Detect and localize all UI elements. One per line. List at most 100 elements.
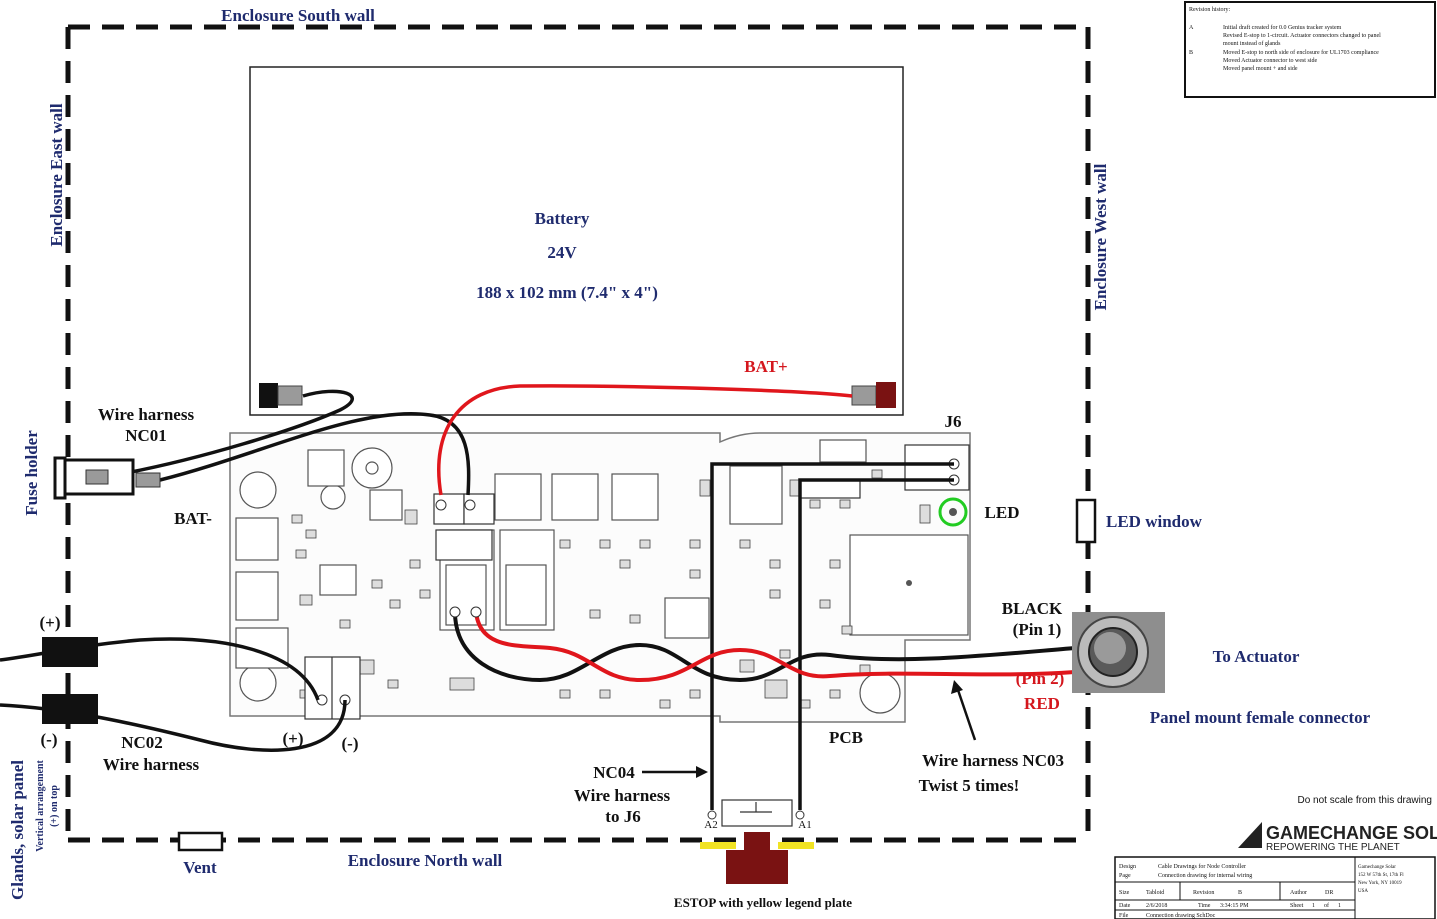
tb-design-value: Cable Drawings for Node Controller xyxy=(1158,863,1246,870)
west-wall-label: Enclosure West wall xyxy=(1091,163,1110,310)
red-pin-line2: RED xyxy=(1024,694,1060,713)
nc01-harness-line1: Wire harness xyxy=(98,405,195,424)
no-scale-note: Do not scale from this drawing xyxy=(1297,795,1432,806)
bat-plus-label: BAT+ xyxy=(744,357,787,376)
tb-size-value: Tabloid xyxy=(1146,890,1164,896)
panel-mount-label: Panel mount female connector xyxy=(1150,708,1371,727)
fuse-holder xyxy=(53,456,161,500)
nc02-line2: Wire harness xyxy=(103,755,200,774)
fuse-holder-label: Fuse holder xyxy=(22,430,41,516)
revision-rev-3: B xyxy=(1189,50,1193,56)
tb-revision-label: Revision xyxy=(1193,890,1214,896)
bat-minus-lug xyxy=(277,385,303,406)
revision-text-4: Moved Actuator connector to west side xyxy=(1223,58,1317,64)
battery-body xyxy=(249,66,904,416)
tb-file-value: Connection drawing SchDoc xyxy=(1146,913,1216,919)
tb-date-label: Date xyxy=(1119,903,1131,909)
black-pin-line1: BLACK xyxy=(1002,599,1063,618)
tb-page-value: Connection drawing for internal wiring xyxy=(1158,872,1252,879)
revision-header: Revision history: xyxy=(1189,7,1231,13)
bat-minus-label: BAT- xyxy=(174,509,212,528)
revision-rev-0: A xyxy=(1189,25,1194,31)
logo-tagline: REPOWERING THE PLANET xyxy=(1266,842,1400,853)
glands-sub1: Vertical arrangement xyxy=(35,760,46,852)
estop-pin-a2: A2 xyxy=(704,819,717,831)
revision-text-1: Revised E-stop to 1-circuit. Actuator co… xyxy=(1223,33,1381,39)
glands-label: Glands, solar panel xyxy=(8,760,27,900)
wire-nc04-a2 xyxy=(710,462,954,810)
tb-file-label: File xyxy=(1119,913,1129,919)
bat-plus-lug xyxy=(851,385,877,406)
tb-revision-value: B xyxy=(1238,890,1242,896)
led-window-shape xyxy=(1075,498,1097,544)
pcb-label: PCB xyxy=(829,728,863,747)
battery-dimensions: 188 x 102 mm (7.4" x 4") xyxy=(476,283,658,302)
black-pin-line2: (Pin 1) xyxy=(1013,620,1062,639)
wire-nc03-black xyxy=(453,611,1076,683)
nc03-line1: Wire harness NC03 xyxy=(922,751,1064,770)
tb-author-label: Author xyxy=(1290,890,1307,896)
north-wall-label: Enclosure North wall xyxy=(348,851,503,870)
tb-page-label: Page xyxy=(1119,873,1131,879)
gland-minus xyxy=(42,694,98,724)
to-actuator-label: To Actuator xyxy=(1213,647,1300,666)
tb-design-label: Design xyxy=(1119,864,1136,870)
wire-bat-minus xyxy=(109,389,354,478)
gland-minus-label: (-) xyxy=(41,730,58,749)
gland-plus-label: (+) xyxy=(39,613,60,632)
estop-switch xyxy=(700,799,814,884)
bat-minus-terminal xyxy=(259,383,278,408)
nc04-line2: Wire harness xyxy=(574,786,671,805)
wire-nc03-red xyxy=(474,611,1076,683)
gland-plus xyxy=(42,637,98,667)
pcb-board xyxy=(229,432,971,723)
tb-sheet-label: Sheet xyxy=(1290,903,1304,909)
nc02-plus-label: (+) xyxy=(282,729,303,748)
tb-company-line2: 152 W 57th St, 17th Fl xyxy=(1358,873,1404,878)
led-window-label: LED window xyxy=(1106,512,1203,531)
tb-time-label: Time xyxy=(1198,903,1211,909)
nc04-line3: to J6 xyxy=(605,807,640,826)
logo-name: GAMECHANGE SOLAR xyxy=(1266,823,1437,843)
nc03-arrow xyxy=(956,689,977,741)
revision-text-3: Moved E-stop to north side of enclosure … xyxy=(1223,49,1379,56)
glands-sub2: (+) on top xyxy=(49,785,60,827)
tb-sheet-value: 1 xyxy=(1312,903,1315,909)
company-logo: GAMECHANGE SOLAR REPOWERING THE PLANET xyxy=(1238,822,1437,853)
tb-date-value: 2/6/2018 xyxy=(1146,903,1167,909)
revision-text-2: mount instead of glands xyxy=(1223,40,1281,47)
led-label: LED xyxy=(985,503,1020,522)
battery-voltage: 24V xyxy=(547,243,577,262)
tb-company-line4: USA xyxy=(1358,889,1368,894)
wire-bat-plus xyxy=(437,384,853,496)
revision-text-5: Moved panel mount + and side xyxy=(1223,66,1298,72)
nc04-line1: NC04 xyxy=(593,763,635,782)
estop-pin-a1: A1 xyxy=(798,819,811,831)
vent-label: Vent xyxy=(183,858,217,877)
j6-label: J6 xyxy=(945,412,962,431)
nc02-minus-label: (-) xyxy=(342,734,359,753)
wire-nc01 xyxy=(159,412,471,496)
revision-history: Revision history: A Initial draft create… xyxy=(1184,1,1436,98)
nc03-line2: Twist 5 times! xyxy=(919,776,1020,795)
estop-label: ESTOP with yellow legend plate xyxy=(674,895,852,910)
enclosure-outline xyxy=(65,24,1091,843)
nc01-harness-line2: NC01 xyxy=(125,426,167,445)
title-block: Design Cable Drawings for Node Controlle… xyxy=(1114,856,1436,919)
wire-nc04-a1 xyxy=(798,478,954,810)
revision-text-0: Initial draft created for 0.0 Genius tra… xyxy=(1223,24,1342,31)
south-wall-label: Enclosure South wall xyxy=(221,6,375,25)
tb-of-value: 1 xyxy=(1338,903,1341,909)
vent-shape xyxy=(177,831,224,852)
led-indicator xyxy=(938,497,968,527)
tb-time-value: 3:34:15 PM xyxy=(1220,903,1249,909)
tb-author-value: DR xyxy=(1325,890,1333,896)
red-pin-line1: (Pin 2) xyxy=(1016,669,1065,688)
bat-plus-terminal xyxy=(876,382,896,408)
east-wall-label: Enclosure East wall xyxy=(47,103,66,247)
actuator-connector xyxy=(1072,612,1165,693)
battery-title: Battery xyxy=(535,209,590,228)
tb-company-line3: New York, NY 10019 xyxy=(1358,881,1402,886)
